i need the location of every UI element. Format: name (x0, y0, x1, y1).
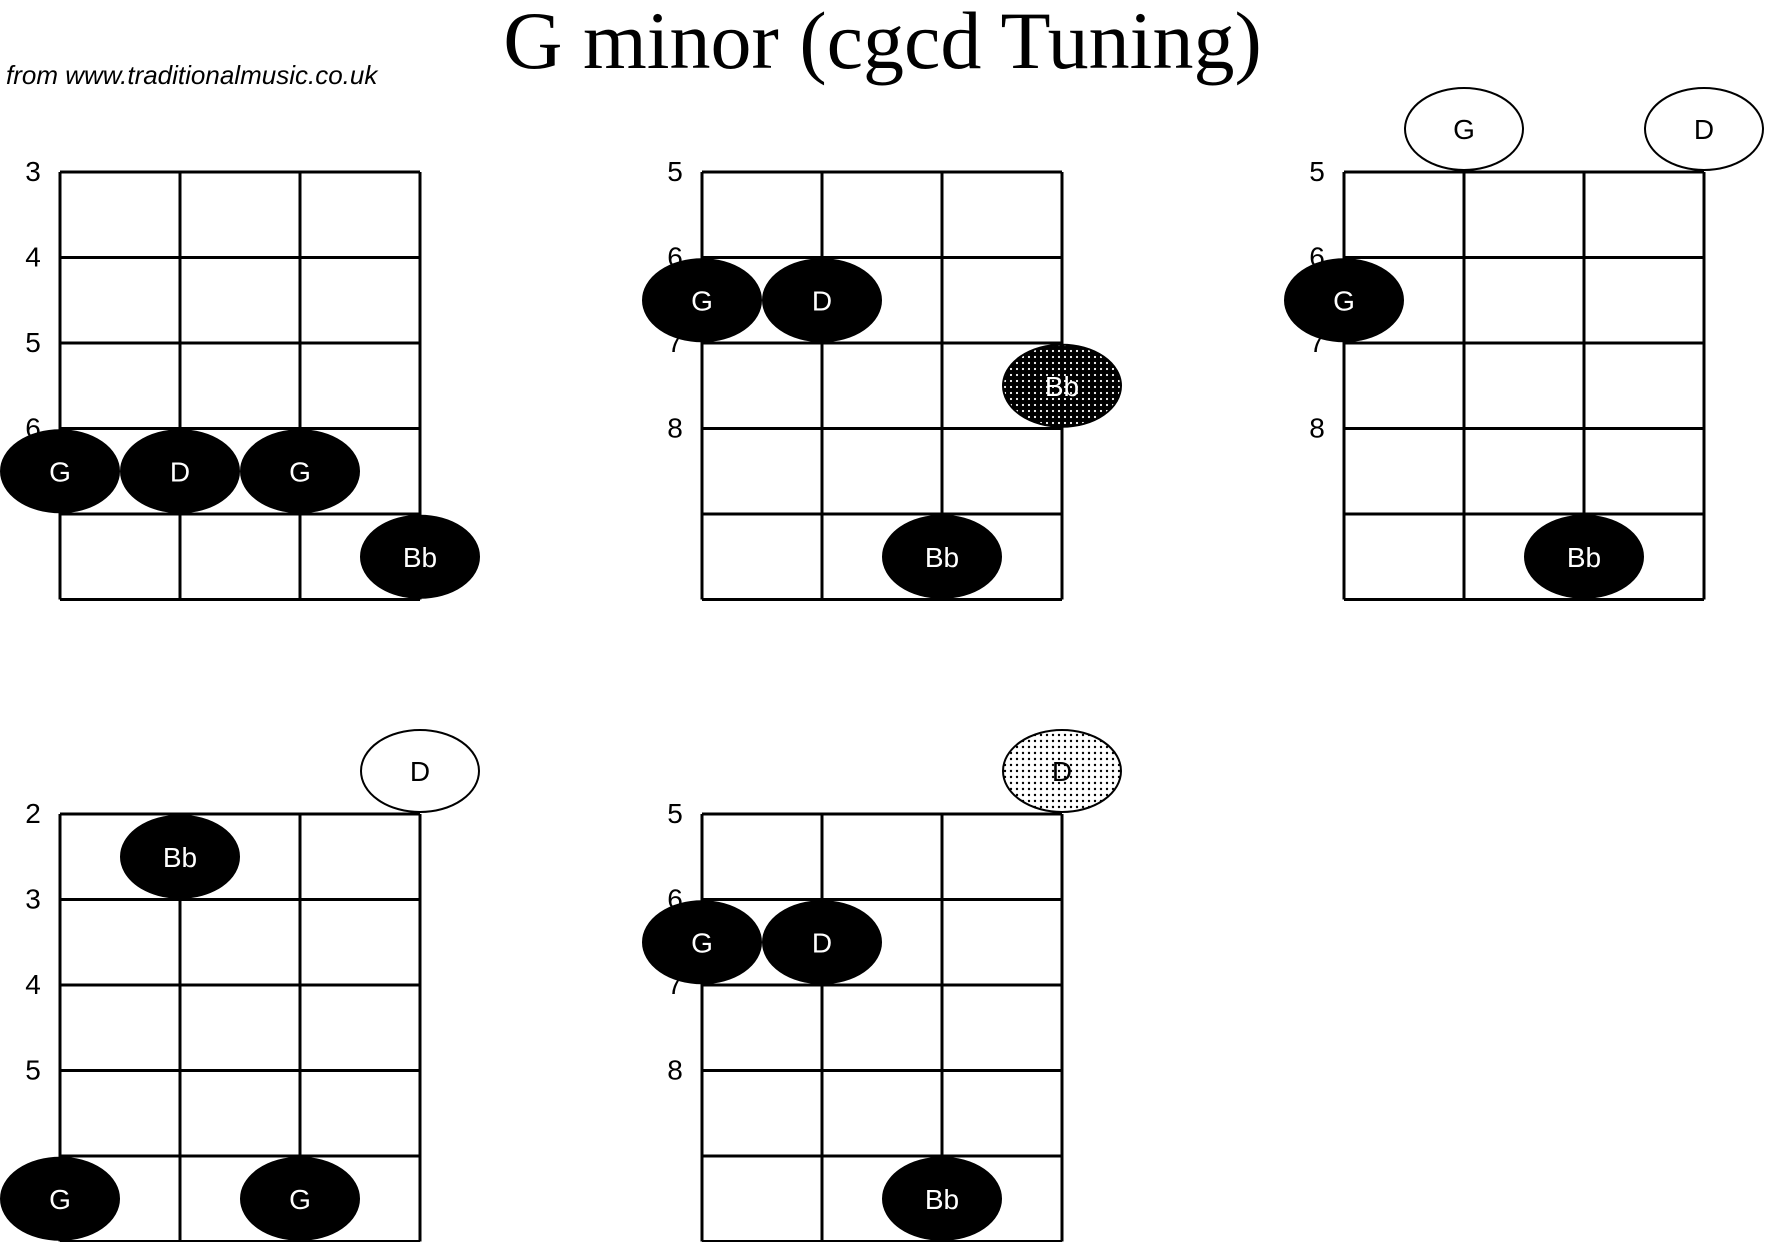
note-label: G (1333, 285, 1355, 316)
chord-diagram: 2 3 4 5 D BbG G (0, 729, 480, 1242)
fret-number: 5 (25, 1055, 41, 1086)
note-label: Bb (925, 542, 959, 573)
note-dot (1284, 258, 1404, 343)
note-label: G (289, 1184, 311, 1215)
fret-number: 5 (1309, 156, 1325, 187)
fret-number: 5 (667, 798, 683, 829)
note-label: G (1453, 114, 1475, 145)
fret-number: 4 (25, 969, 41, 1000)
note-dot (0, 429, 120, 514)
note-dot (240, 1156, 360, 1241)
fret-number: 4 (25, 242, 41, 273)
note-label: D (410, 756, 430, 787)
note-label: G (691, 285, 713, 316)
fret-number: 3 (25, 156, 41, 187)
note-label: D (1694, 114, 1714, 145)
note-label: D (812, 285, 832, 316)
note-dot (240, 429, 360, 514)
note-dot (360, 514, 480, 599)
note-label: Bb (925, 1184, 959, 1215)
note-dot (642, 900, 762, 985)
note-label: Bb (403, 542, 437, 573)
fret-number: 3 (25, 884, 41, 915)
note-dot (1644, 87, 1764, 171)
fret-number: 5 (25, 327, 41, 358)
note-label: Bb (1045, 371, 1079, 402)
note-dot (1404, 87, 1524, 171)
note-label: G (289, 456, 311, 487)
note-dot (882, 1156, 1002, 1241)
note-label: G (691, 927, 713, 958)
note-dot (1524, 514, 1644, 599)
note-dot (120, 814, 240, 899)
note-dot (120, 429, 240, 514)
note-label: Bb (1567, 542, 1601, 573)
note-dot (360, 729, 480, 813)
note-dot (1002, 729, 1122, 813)
fret-number: 5 (667, 156, 683, 187)
note-label: D (812, 927, 832, 958)
page-title: G minor (cgcd Tuning) (503, 0, 1262, 86)
fret-number: 2 (25, 798, 41, 829)
fret-number: 8 (1309, 413, 1325, 444)
note-dot (642, 258, 762, 343)
fret-number: 8 (667, 1055, 683, 1086)
note-dot (882, 514, 1002, 599)
note-label: G (49, 456, 71, 487)
source-credit: from www.traditionalmusic.co.uk (6, 60, 378, 90)
note-label: D (1052, 756, 1072, 787)
note-label: Bb (163, 842, 197, 873)
note-label: D (170, 456, 190, 487)
note-label: G (49, 1184, 71, 1215)
note-dot (0, 1156, 120, 1241)
note-dot (762, 258, 882, 343)
fret-number: 8 (667, 413, 683, 444)
note-dot (1002, 343, 1122, 428)
note-dot (762, 900, 882, 985)
